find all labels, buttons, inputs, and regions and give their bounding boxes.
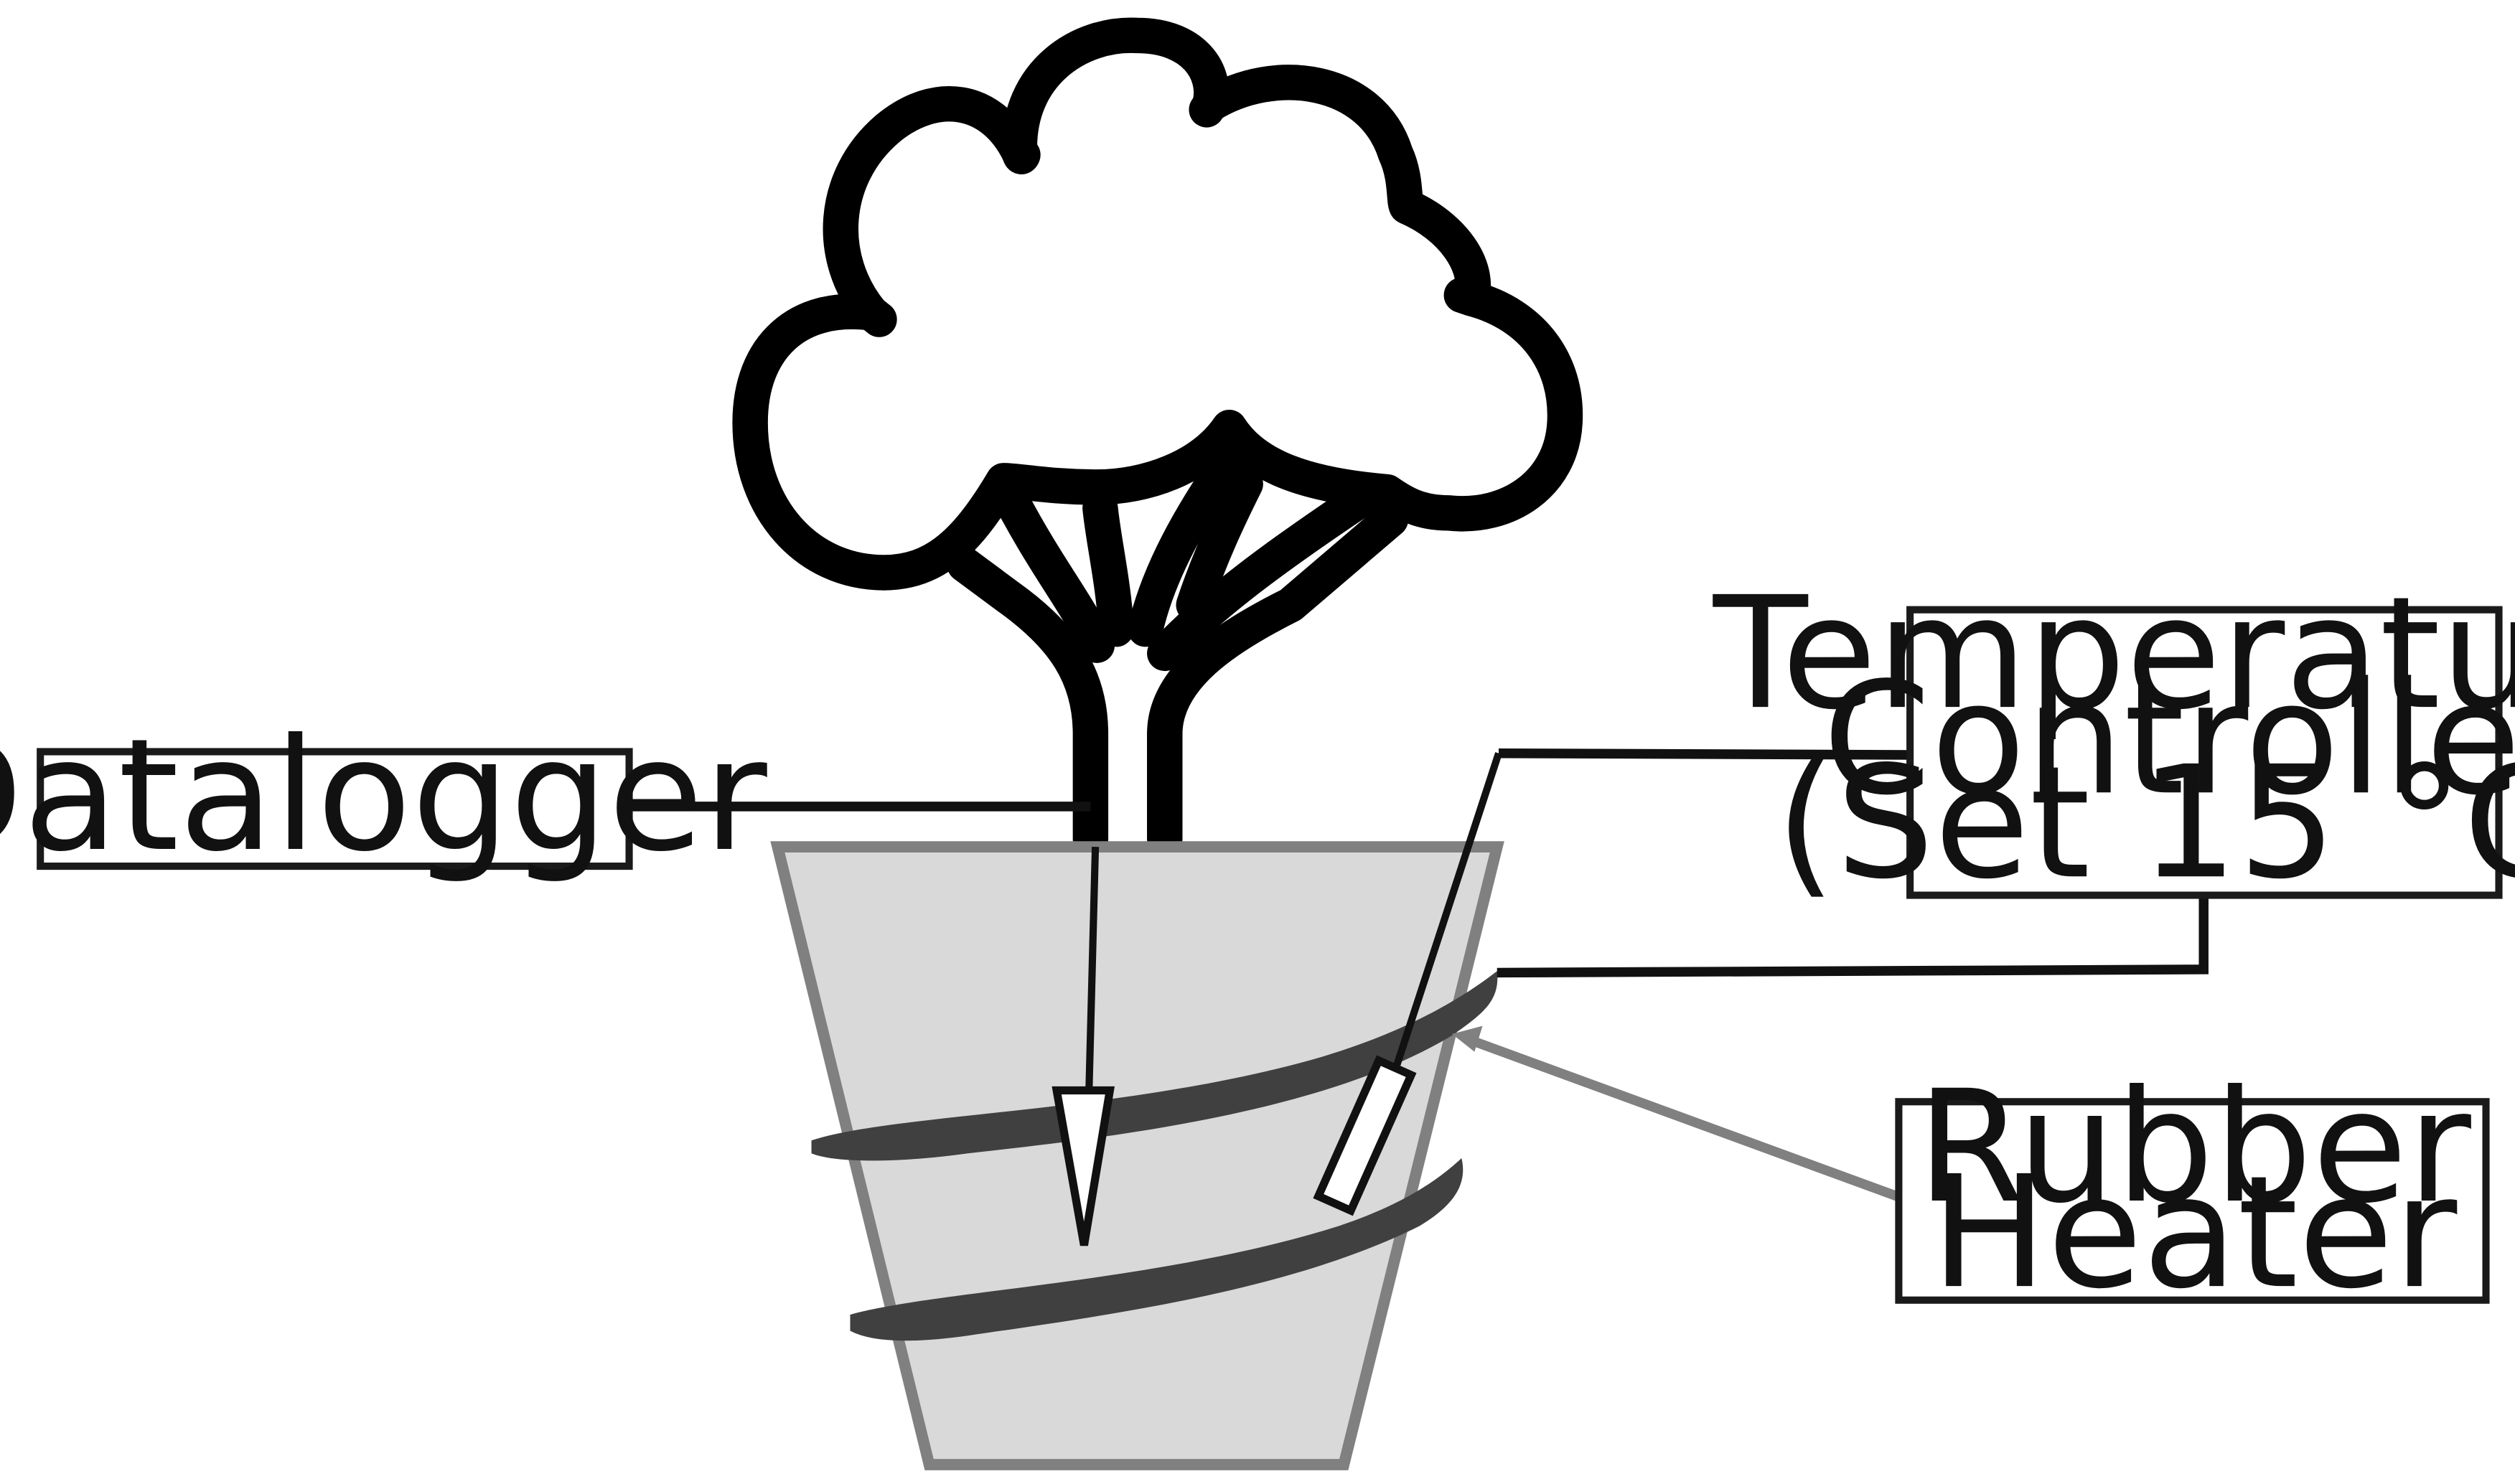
heater-band-upper: [811, 971, 1498, 1161]
tree-crown-notch-1: [1001, 135, 1041, 174]
thermocouple-probe-icon: [1052, 846, 1115, 1246]
temperature-controller-label-line2: Controller: [1823, 649, 2515, 829]
tree-branch-center-right: [1128, 446, 1244, 647]
temperature-controller-label-box: Temperature Controller (Set 15 °C): [1713, 563, 2515, 913]
temperature-probe-icon: [1313, 752, 1502, 1216]
tree-crown: [732, 17, 1583, 591]
tree-branch-center-left: [1082, 490, 1135, 647]
rubber-heater-label-box: Rubber Heater: [1895, 1057, 2490, 1323]
tree-trunk-left-edge: [947, 547, 1109, 857]
rubber-heater-bands: [811, 971, 1498, 1341]
temperature-controller-label-line1: Temperature: [1713, 563, 2515, 743]
datalogger-label: Datalogger: [0, 705, 767, 886]
datalogger-probe-tip: [1052, 1086, 1115, 1246]
controller-probe-body: [1313, 1055, 1417, 1216]
controller-probe-wire: [1393, 752, 1502, 1066]
datalogger-probe-wire: [1085, 846, 1100, 1094]
tree-crown-notch-2: [1189, 87, 1228, 128]
heater-pointer-arrow: [1451, 1025, 1901, 1202]
tree-crown-notch-3: [1443, 277, 1489, 316]
heater-pointer-line: [1469, 1035, 1901, 1202]
rubber-heater-label-line1: Rubber: [1917, 1057, 2472, 1237]
tree-branch-right-upper: [1176, 466, 1263, 623]
controller-probe-connection-line: [1498, 748, 1911, 760]
controller-heater-connection-line: [1497, 895, 2209, 978]
datalogger-label-box: Datalogger: [0, 705, 767, 886]
rubber-heater-label-line2: Heater: [1931, 1142, 2458, 1323]
tree-icon: [732, 17, 1583, 857]
temperature-controller-label-line3: (Set 15 °C): [1776, 733, 2515, 913]
heater-band-lower: [850, 1157, 1463, 1341]
tree-branch-left-inner: [995, 485, 1115, 663]
tree-crown-notch-4: [853, 295, 897, 337]
heater-pointer-head: [1451, 1025, 1483, 1052]
tree-trunk-right-edge: [1147, 502, 1409, 857]
tree-branch-right-inner: [1147, 469, 1397, 672]
